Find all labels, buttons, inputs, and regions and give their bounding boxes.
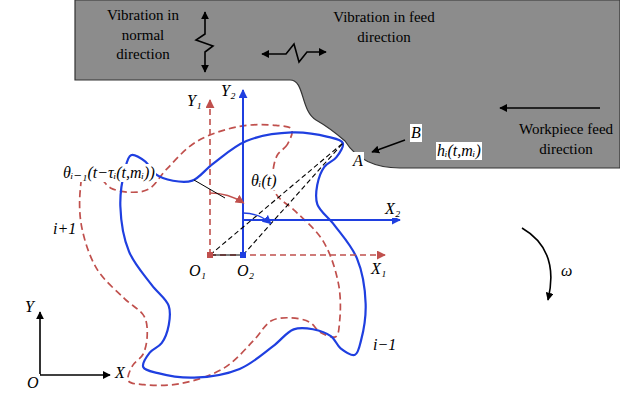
point-name: A (352, 152, 364, 170)
workpiece-caption: Vibration in feed direction (330, 8, 438, 47)
center-point (240, 252, 246, 258)
angle-symbol: θᵢ₋₁(t−τᵢ(t,mᵢ)) (62, 164, 156, 182)
axis-name: X₁ (370, 260, 387, 278)
axis-name: X (114, 364, 126, 382)
angle-arc (243, 213, 271, 224)
axis-name: Y₂ (220, 82, 236, 100)
radial-line (210, 143, 343, 255)
angle-symbol: θᵢ(t) (250, 172, 278, 190)
point-name: B (410, 124, 422, 142)
radial-line (243, 143, 343, 255)
x1-axis (210, 254, 385, 256)
axis-name: Y (24, 298, 35, 316)
center-offset-line (210, 254, 243, 255)
workpiece-block: Vibration in normal direction Vibration i… (75, 0, 620, 182)
axis-name: X₂ (384, 200, 401, 218)
tooth-index: i−1 (372, 336, 397, 354)
y1-axis (209, 100, 211, 255)
chip-thickness-marker (372, 140, 405, 152)
global-y-axis (39, 312, 41, 375)
workpiece-feed-arrow (500, 107, 600, 109)
rotation-symbol: ω (560, 262, 573, 280)
angle-arc (210, 193, 244, 203)
global-x-axis (40, 374, 110, 376)
tooth-index: i+1 (52, 220, 77, 238)
y2-axis (242, 90, 244, 255)
axis-name: Y₁ (186, 92, 202, 110)
feed-vibration-arrow (262, 44, 326, 62)
origin-name: O (26, 374, 40, 392)
chip-thickness-symbol: hᵢ(t,mᵢ) (436, 142, 482, 160)
center-name: O₂ (236, 262, 255, 280)
leader-line (194, 180, 225, 198)
center-point (207, 252, 213, 258)
workpiece-outline (75, 0, 620, 168)
rotation-arrow (522, 228, 551, 300)
workpiece-caption: Workpiece feed direction (516, 120, 616, 159)
center-name: O₁ (188, 262, 207, 280)
normal-vibration-arrow (196, 12, 213, 72)
workpiece-caption: Vibration in normal direction (97, 6, 189, 65)
